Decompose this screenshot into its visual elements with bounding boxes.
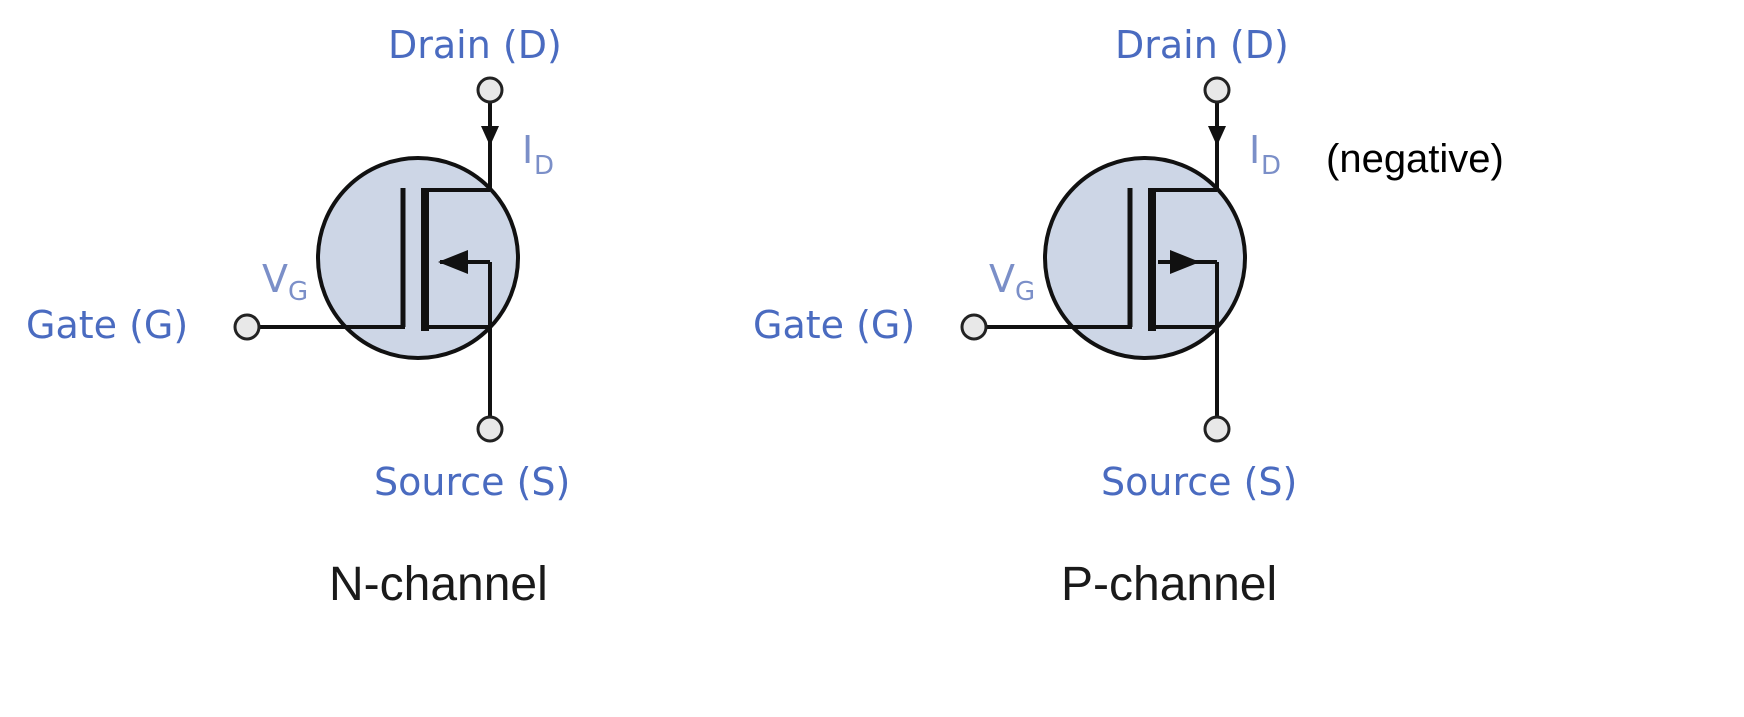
n-channel-gate-label: Gate (G) [26,303,188,347]
p-channel-current-symbol: I [1249,128,1260,172]
p-channel-current-arrow [1208,126,1226,146]
p-channel-source-terminal [1203,415,1231,443]
n-channel-drain-terminal [476,76,504,104]
p-channel-drain-label: Drain (D) [1115,23,1289,67]
n-channel-drain-label: Drain (D) [388,23,562,67]
n-channel-symbol: Drain (D) Source (S) Gate (G) I D V G N-… [26,23,570,611]
n-channel-voltage-subscript: G [288,277,308,307]
n-channel-source-terminal [476,415,504,443]
n-channel-current-arrow [481,126,499,146]
p-channel-source-label: Source (S) [1101,460,1297,504]
p-channel-drain-terminal [1203,76,1231,104]
n-channel-voltage-symbol: V [262,257,288,301]
n-channel-body-arrow [438,250,468,274]
n-channel-body-circle [316,156,520,360]
n-channel-current-subscript: D [534,151,554,181]
n-channel-gate-terminal [233,313,261,341]
p-channel-voltage-subscript: G [1015,277,1035,307]
n-channel-source-label: Source (S) [374,460,570,504]
n-channel-current-symbol: I [522,128,533,172]
p-channel-gate-label: Gate (G) [753,303,915,347]
p-channel-current-subscript: D [1261,151,1281,181]
p-channel-caption: P-channel [1061,558,1277,611]
p-channel-voltage-symbol: V [989,257,1015,301]
p-channel-symbol: Drain (D) Source (S) Gate (G) I D (negat… [753,23,1504,611]
n-channel-caption: N-channel [329,558,548,611]
p-channel-gate-terminal [960,313,988,341]
p-channel-body-arrow [1170,250,1200,274]
p-channel-body-circle [1043,156,1247,360]
p-channel-current-note: (negative) [1326,137,1504,181]
